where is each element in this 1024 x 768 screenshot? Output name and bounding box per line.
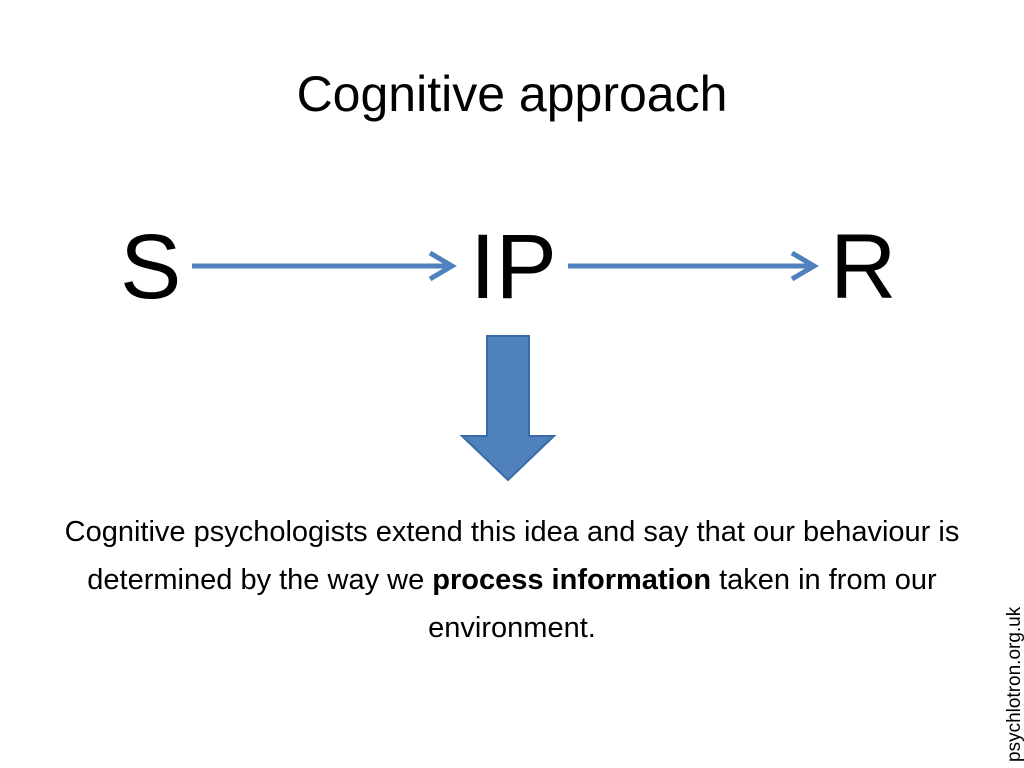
body-text: Cognitive psychologists extend this idea… xyxy=(20,508,1004,652)
node-stimulus: S xyxy=(120,216,182,318)
arrow-ip-to-r xyxy=(568,250,819,282)
node-response: R xyxy=(830,216,897,318)
slide-title: Cognitive approach xyxy=(296,66,728,122)
node-information-processing: IP xyxy=(470,216,557,318)
arrow-s-to-ip xyxy=(192,250,457,282)
body-text-start: Cognitive psychologists extend this idea… xyxy=(64,516,960,596)
down-arrow xyxy=(459,335,557,482)
body-text-bold: process information xyxy=(432,564,712,596)
body-text-end: taken in from our environment. xyxy=(428,564,937,644)
watermark: psychlotron.org.uk xyxy=(1004,606,1024,762)
